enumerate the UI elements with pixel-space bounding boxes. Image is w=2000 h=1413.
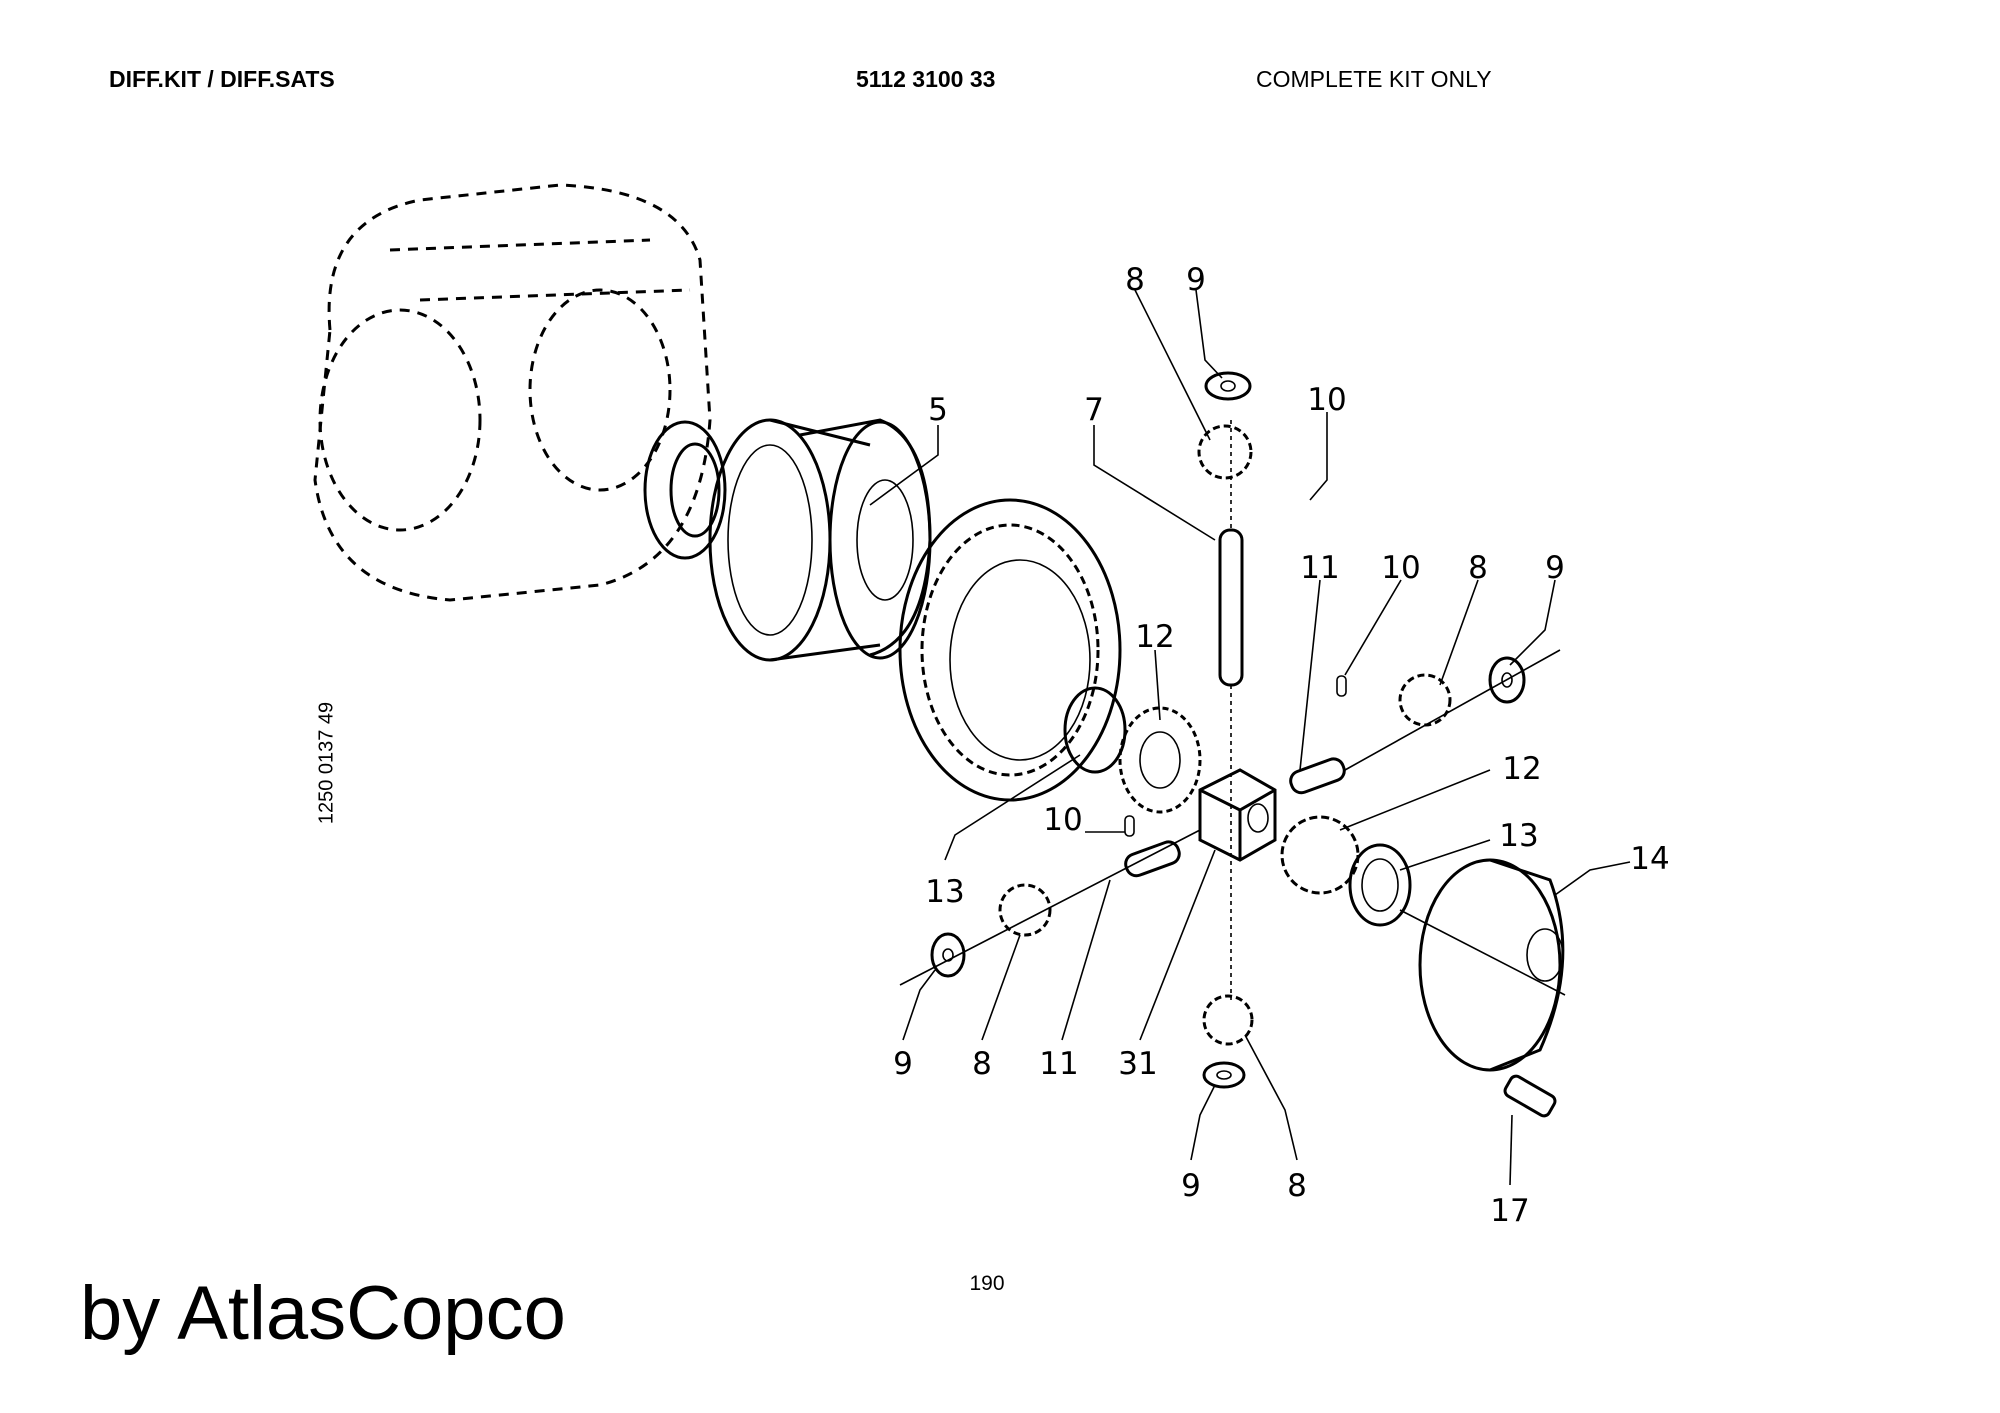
- cross-block: [1198, 768, 1277, 862]
- diagram-title: DIFF.KIT / DIFF.SATS: [109, 66, 335, 92]
- kit-note: COMPLETE KIT ONLY: [1256, 66, 1492, 92]
- callout-number: 17: [1490, 1193, 1529, 1229]
- leader-lines: [869, 289, 1631, 1186]
- part-number: 5112 3100 33: [856, 66, 996, 92]
- callout-number: 11: [1039, 1046, 1078, 1082]
- callout-number: 14: [1630, 841, 1669, 877]
- callout-number: 11: [1300, 550, 1339, 586]
- callout-number: 8: [1125, 262, 1145, 298]
- pinion-gear-bottom: [1202, 994, 1254, 1089]
- callout-number: 13: [1499, 818, 1538, 854]
- brand-label: by AtlasCopco: [80, 1271, 566, 1356]
- callout-number: 31: [1118, 1046, 1157, 1082]
- ring-gear: [898, 498, 1122, 802]
- callout-number: 8: [972, 1046, 992, 1082]
- callout-number: 9: [1186, 262, 1206, 298]
- callout-number: 12: [1135, 619, 1174, 655]
- callout-number: 12: [1502, 751, 1541, 787]
- flange: [1399, 858, 1566, 1072]
- side-gear-right: [1280, 815, 1412, 927]
- pinion-gear-top: [1197, 371, 1253, 480]
- differential-carrier: [708, 418, 932, 662]
- callout-number: 9: [893, 1046, 913, 1082]
- callout-number: 9: [1181, 1168, 1201, 1204]
- bolt: [1503, 1074, 1557, 1118]
- pinion-gear-right: [1289, 649, 1561, 795]
- page-number: 190: [969, 1272, 1005, 1295]
- callout-number: 10: [1043, 802, 1082, 838]
- callout-number: 8: [1468, 550, 1488, 586]
- callout-number: 13: [925, 874, 964, 910]
- callout-number: 5: [928, 392, 948, 428]
- spider-shaft: [1218, 420, 1244, 1000]
- pinion-gear-left: [899, 815, 1201, 986]
- callout-number: 9: [1545, 550, 1565, 586]
- callout-number: 7: [1084, 392, 1104, 428]
- axle-housing: [313, 183, 712, 602]
- callout-number: 10: [1381, 550, 1420, 586]
- bearing: [643, 420, 727, 560]
- callout-labels: 5 7 8 9 10 11 10 8 9 12 12 13 14 10 13 9 8 11 31 9 8 17: [893, 262, 1670, 1229]
- callout-number: 8: [1287, 1168, 1307, 1204]
- side-gear-left: [1063, 686, 1202, 814]
- callout-number: 10: [1307, 382, 1346, 418]
